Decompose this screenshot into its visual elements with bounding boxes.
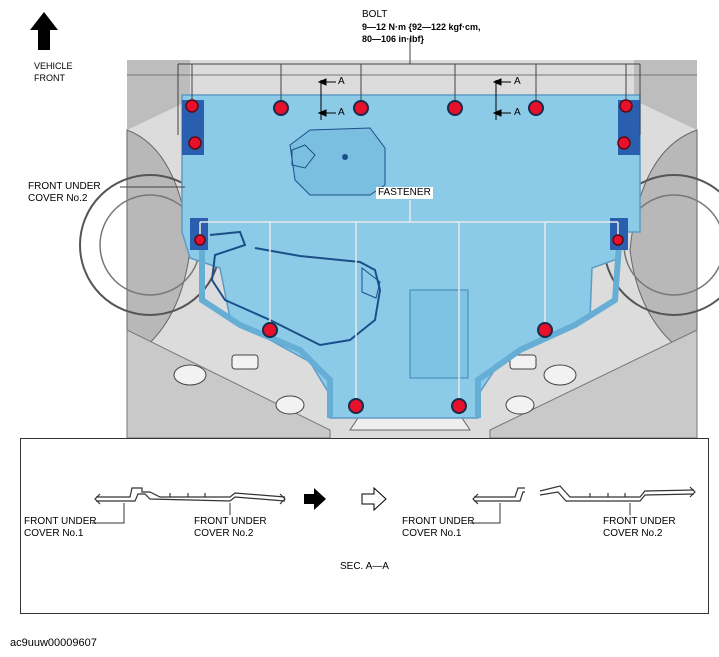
bolt-torque-line1: 9—12 N·m {92—122 kgf·cm, xyxy=(362,22,481,32)
section-right-cover2-line2: COVER No.2 xyxy=(603,528,663,539)
bolt-point xyxy=(353,100,369,116)
section-marker-a-4: A xyxy=(514,107,521,118)
cover-no2-line2: COVER No.2 xyxy=(28,193,88,204)
fastener-point xyxy=(262,322,278,338)
fastener-point xyxy=(348,398,364,414)
fastener-point xyxy=(612,234,624,246)
bolt-torque-line2: 80—106 in·lbf} xyxy=(362,34,425,44)
section-cut-markers xyxy=(317,78,511,120)
vehicle-front-label: VEHICLE FRONT xyxy=(34,60,73,84)
fastener-points xyxy=(194,234,624,414)
bolt-point xyxy=(185,99,199,113)
fastener-point xyxy=(537,322,553,338)
bolt-title: BOLT xyxy=(362,9,388,20)
section-right-cover2-label: FRONT UNDER COVER No.2 xyxy=(603,516,676,540)
section-view-frame xyxy=(20,438,709,614)
section-arrow-filled xyxy=(304,488,326,510)
section-right-cover2-line1: FRONT UNDER xyxy=(603,516,676,527)
section-marker-a-2: A xyxy=(338,107,345,118)
vehicle-front-line1: VEHICLE xyxy=(34,61,73,71)
front-under-cover-no2-panel xyxy=(181,94,641,419)
section-arrow-outline xyxy=(361,486,387,512)
section-right-cover1-label: FRONT UNDER COVER No.1 xyxy=(402,516,475,540)
section-left-cover1-line2: COVER No.1 xyxy=(24,528,84,539)
bolt-point xyxy=(617,136,631,150)
section-marker-a-3: A xyxy=(514,76,521,87)
bolt-points xyxy=(185,99,633,150)
cover-no2-label: FRONT UNDER COVER No.2 xyxy=(28,181,101,205)
figure-id: ac9uuw00009607 xyxy=(10,637,97,649)
section-left-cover2-line1: FRONT UNDER xyxy=(194,516,267,527)
section-leader-lines xyxy=(92,503,631,524)
bolt-point xyxy=(273,100,289,116)
section-left-cover2-label: FRONT UNDER COVER No.2 xyxy=(194,516,267,540)
bolt-point xyxy=(188,136,202,150)
bolt-point xyxy=(528,100,544,116)
vehicle-front-line2: FRONT xyxy=(34,73,65,83)
bolt-label: BOLT xyxy=(362,9,387,21)
vehicle-front-arrow xyxy=(30,12,58,50)
bolt-point xyxy=(447,100,463,116)
section-right-cover1-line2: COVER No.1 xyxy=(402,528,462,539)
fastener-label: FASTENER xyxy=(376,187,433,199)
section-profile-right-cover1 xyxy=(472,487,525,505)
section-left-cover1-line1: FRONT UNDER xyxy=(24,516,97,527)
bolt-point xyxy=(619,99,633,113)
section-marker-a-1: A xyxy=(338,76,345,87)
fastener-point xyxy=(194,234,206,246)
bolt-leader-lines xyxy=(177,38,641,135)
section-right-cover1-line1: FRONT UNDER xyxy=(402,516,475,527)
section-title: SEC. A—A xyxy=(340,561,389,572)
section-profile-right-cover2 xyxy=(539,485,696,502)
section-left-cover1-label: FRONT UNDER COVER No.1 xyxy=(24,516,97,540)
section-profile-left xyxy=(94,487,286,505)
fastener-point xyxy=(451,398,467,414)
cover-no2-line1: FRONT UNDER xyxy=(28,181,101,192)
bolt-torque: 9—12 N·m {92—122 kgf·cm, 80—106 in·lbf} xyxy=(362,21,481,45)
section-left-cover2-line2: COVER No.2 xyxy=(194,528,254,539)
